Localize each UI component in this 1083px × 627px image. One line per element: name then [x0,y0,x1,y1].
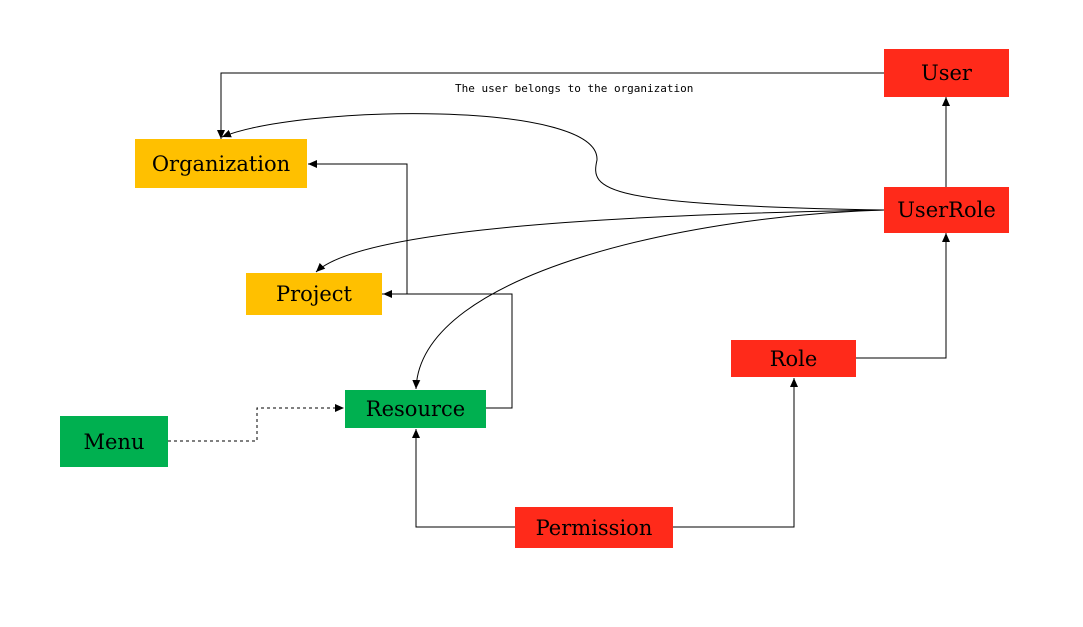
edge-permission-to-resource [412,429,515,528]
edge-resource-to-project [383,290,513,409]
edge-menu-to-resource [168,404,344,442]
edge-userrole-to-project [315,209,885,273]
edge-permission-to-role [673,378,798,528]
node-role[interactable]: Role [731,340,856,377]
node-menu[interactable]: Menu [60,416,168,467]
node-userrole[interactable]: UserRole [884,187,1009,233]
node-organization[interactable]: Organization [135,139,307,188]
node-project[interactable]: Project [246,273,382,315]
edge-userrole-to-resource [412,209,885,390]
node-user[interactable]: User [884,49,1009,97]
edge-userrole-to-organization [221,113,885,211]
edge-label-user-belongs-to-organization: The user belongs to the organization [455,82,694,95]
node-permission[interactable]: Permission [515,507,673,548]
edge-role-to-userrole [856,233,950,359]
edge-user-to-organization [217,72,884,139]
node-resource[interactable]: Resource [345,390,486,428]
